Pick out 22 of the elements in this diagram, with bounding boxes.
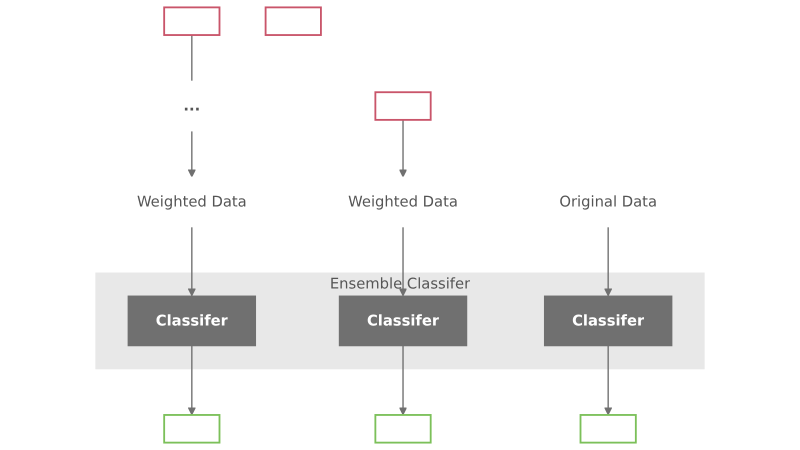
node-box — [374, 91, 432, 121]
node-box — [264, 6, 322, 36]
arrow — [604, 346, 612, 416]
node-box: Classifer — [544, 296, 672, 346]
arrow — [398, 226, 408, 296]
node-text: Weighted Data — [136, 192, 247, 210]
node-box: Classifer — [128, 296, 256, 346]
node-box — [580, 414, 637, 444]
node-text: ... — [183, 96, 200, 114]
arrow — [604, 226, 612, 296]
node-box — [163, 6, 220, 36]
arrow — [188, 226, 196, 296]
node-text: Weighted Data — [348, 192, 458, 210]
arrow — [398, 346, 408, 416]
node-box — [374, 414, 432, 444]
arrow — [398, 120, 408, 178]
node-box — [163, 414, 220, 444]
arrow — [188, 346, 196, 416]
node-text: Original Data — [559, 192, 657, 210]
connector — [191, 35, 193, 82]
arrow — [188, 130, 196, 178]
node-box: Classifer — [338, 296, 468, 346]
